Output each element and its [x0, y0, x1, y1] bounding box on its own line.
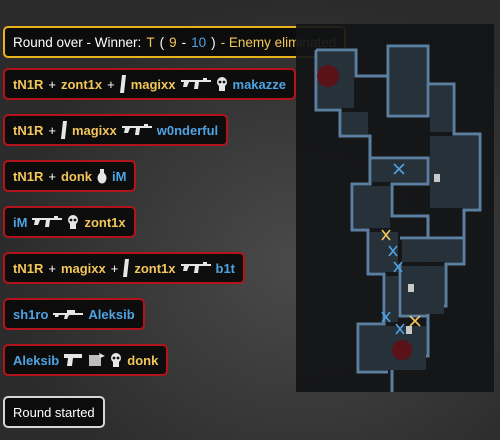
flashbang-icon — [123, 259, 130, 277]
assist-separator: + — [48, 260, 56, 276]
kill-entry: Aleksib donk — [3, 344, 169, 376]
minimap-svg — [314, 44, 482, 392]
player-name: magixx — [130, 76, 176, 92]
sniper-icon — [53, 308, 84, 320]
kill-entry: tN1R+ magixx w0nderful — [3, 114, 229, 146]
round-started-label: Round started — [13, 404, 95, 420]
assist-separator: + — [48, 122, 56, 138]
kill-entry: iM zont1x — [3, 206, 136, 238]
headshot-icon — [67, 214, 79, 230]
player-name: Aleksib — [88, 306, 135, 322]
score-ct: 10 — [191, 34, 207, 50]
player-name: sh1ro — [13, 306, 49, 322]
rifle-icon — [32, 215, 63, 229]
player-name: magixx — [71, 122, 117, 138]
assist-separator: + — [107, 76, 115, 92]
player-name: tN1R — [13, 260, 44, 276]
grenade-icon — [97, 168, 107, 184]
headshot-icon — [110, 352, 122, 368]
rifle-icon — [121, 123, 152, 137]
score-dash: - — [181, 34, 187, 50]
headshot-icon — [216, 76, 228, 92]
player-name: zont1x — [84, 214, 126, 230]
player-name: tN1R — [13, 168, 44, 184]
assist-separator: + — [48, 168, 56, 184]
player-name: tN1R — [13, 122, 44, 138]
player-name: makazze — [232, 76, 286, 92]
flashbang-icon — [119, 75, 126, 93]
assist-separator: + — [48, 76, 56, 92]
score-open: ( — [159, 34, 165, 50]
player-name: b1t — [215, 260, 236, 276]
score-t: 9 — [169, 34, 177, 50]
player-name: Aleksib — [13, 352, 60, 368]
assist-separator: + — [110, 260, 119, 276]
rifle-icon — [180, 77, 211, 91]
player-name: iM — [112, 168, 127, 184]
round-summary: Round over - Winner: T (9 - 10) - Enemy … — [3, 26, 347, 58]
player-name: donk — [60, 168, 92, 184]
winner-side: T — [146, 34, 155, 50]
flashbang-icon — [60, 121, 67, 139]
player-name: zont1x — [134, 260, 176, 276]
player-name: zont1x — [60, 76, 103, 92]
player-name: tN1R — [13, 76, 44, 92]
player-name: magixx — [60, 260, 106, 276]
kill-entry: sh1ro Aleksib — [3, 298, 145, 330]
round-started-entry: Round started — [3, 396, 105, 428]
rifle-icon — [180, 261, 211, 275]
summary-prefix: Round over - Winner: — [13, 34, 142, 50]
player-name: donk — [127, 352, 159, 368]
wallbang-icon — [87, 353, 106, 367]
minimap — [296, 24, 494, 392]
pistol-icon — [64, 353, 83, 367]
score-close: ) — [211, 34, 216, 50]
player-name: w0nderful — [156, 122, 219, 138]
player-name: iM — [13, 214, 28, 230]
kill-entry: tN1R+donk iM — [3, 160, 137, 192]
